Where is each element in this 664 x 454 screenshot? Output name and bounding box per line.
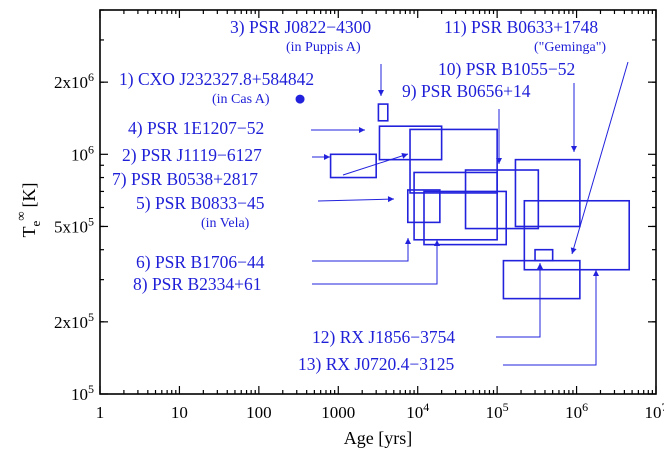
leader-line-10 <box>571 61 629 255</box>
leader-arrowhead <box>434 240 440 246</box>
x-tick-label: 104 <box>406 400 429 422</box>
leader-lines <box>311 61 629 366</box>
y-axis-title-sup: ∞ <box>13 211 28 220</box>
y-ticks: 105 2x105 5x105 106 2x106 <box>54 9 656 404</box>
x-tick-label: 107 <box>645 400 664 422</box>
leader-arrowhead <box>496 158 502 164</box>
label-11-sub: ("Geminga") <box>534 40 606 55</box>
leader-arrowhead <box>324 154 330 160</box>
axes <box>99 9 657 395</box>
x-tick-label: 100 <box>246 403 272 422</box>
label-6: 6) PSR B1706−44 <box>136 252 265 272</box>
label-3-sub: (in Puppis A) <box>286 40 361 55</box>
marks <box>295 94 631 300</box>
label-12: 12) RX J1856−3754 <box>312 327 455 347</box>
leader-line-12 <box>503 270 597 366</box>
leader-line-5 <box>317 198 395 202</box>
y-tick-label: 106 <box>71 142 94 164</box>
label-11: 11) PSR B0633+1748 <box>444 17 598 37</box>
leader-arrowhead <box>570 247 577 254</box>
leader-line-11 <box>496 263 541 338</box>
y-axis-title-main: T <box>19 227 39 238</box>
y-axis-title-sub: e <box>28 221 43 227</box>
data-box-3 <box>329 153 377 179</box>
label-4: 4) PSR 1E1207−52 <box>128 118 264 138</box>
x-axis-title: Age [yrs] <box>344 428 412 448</box>
leader-arrowhead <box>387 196 394 203</box>
leader-arrowhead <box>537 263 543 269</box>
y-tick-label: 105 <box>71 382 94 404</box>
source-labels: 1) CXO J232327.8+584842 (in Cas A) 2) PS… <box>112 17 606 374</box>
y-tick-label: 2x105 <box>54 310 94 332</box>
data-point-cas-a <box>295 94 305 104</box>
y-axis-title: Te∞ [K] <box>13 182 43 237</box>
label-7: 7) PSR B0538+2817 <box>112 169 258 189</box>
y-axis-title-unit: [K] <box>19 182 39 207</box>
label-3: 3) PSR J0822−4300 <box>230 17 371 37</box>
label-5-sub: (in Vela) <box>201 216 250 231</box>
leader-arrowhead <box>571 146 577 152</box>
label-2: 2) PSR J1119−6127 <box>122 145 262 165</box>
svg-text:Te∞[K]: Te∞ [K] <box>13 182 43 237</box>
label-9: 9) PSR B0656+14 <box>402 81 531 101</box>
label-1: 1) CXO J232327.8+584842 <box>119 69 314 89</box>
data-box-9 <box>514 158 581 228</box>
y-tick-label: 5x105 <box>54 214 94 236</box>
data-box-4 <box>409 128 498 194</box>
data-box-11 <box>534 248 554 262</box>
label-13: 13) RX J0720.4−3125 <box>298 354 454 374</box>
data-box-10 <box>523 199 631 271</box>
label-10: 10) PSR B1055−52 <box>438 59 575 79</box>
data-box-12 <box>502 259 581 300</box>
x-tick-label: 105 <box>486 400 509 422</box>
x-tick-label: 106 <box>565 400 588 422</box>
plot-frame <box>99 9 657 395</box>
x-tick-label: 1 <box>96 403 105 422</box>
leader-arrowhead <box>359 127 365 133</box>
leader-arrowhead <box>401 152 408 159</box>
x-tick-label: 1000 <box>321 403 355 422</box>
leader-arrowhead <box>405 238 411 244</box>
label-8: 8) PSR B2334+61 <box>133 274 262 294</box>
leader-arrowhead <box>593 270 599 276</box>
data-box-6 <box>413 171 498 241</box>
leader-arrowhead <box>378 90 384 96</box>
leader-line-7 <box>312 240 438 285</box>
x-tick-label: 10 <box>171 403 188 422</box>
leader-line-4 <box>342 153 409 176</box>
y-tick-label: 2x106 <box>54 70 94 92</box>
x-ticks: 1 10 100 1000 104 105 106 107 <box>96 10 664 422</box>
leader-line-6 <box>312 238 409 262</box>
label-1-sub: (in Cas A) <box>212 92 270 107</box>
label-5: 5) PSR B0833−45 <box>136 193 265 213</box>
data-box-1 <box>377 103 389 122</box>
data-box-8 <box>464 169 540 230</box>
